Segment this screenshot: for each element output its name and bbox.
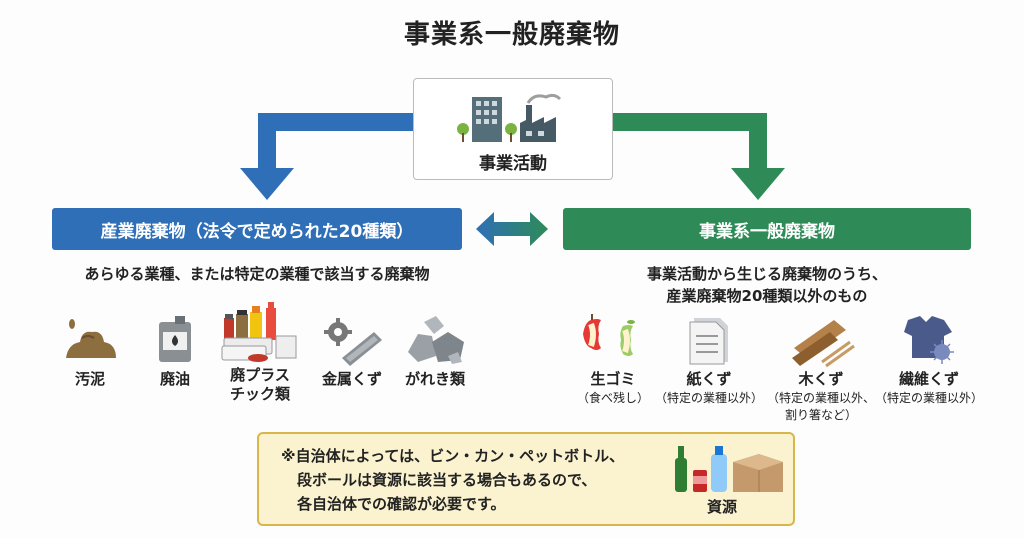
page-title: 事業系一般廃棄物	[403, 20, 620, 50]
rubble-icon	[408, 316, 464, 364]
item-label: 汚泥	[74, 370, 105, 388]
item-textile-waste: 繊維くず （特定の業種以外）	[874, 312, 984, 406]
office-factory-icon	[457, 93, 562, 142]
item-label: がれき類	[404, 370, 465, 388]
paper-icon	[689, 318, 728, 365]
item-waste-plastic: 廃プラス チック類	[218, 300, 302, 404]
tshirt-icon	[904, 316, 954, 364]
double-arrow-icon	[476, 212, 548, 246]
metal-scrap-icon	[324, 318, 382, 366]
item-label: 廃油	[159, 370, 190, 388]
item-waste-oil: 廃油	[145, 312, 205, 389]
description-line-2: 産業廃棄物20種類以外のもの	[666, 287, 868, 305]
item-food-waste: 生ゴミ （食べ残し）	[573, 312, 653, 406]
wood-icon	[792, 320, 855, 368]
note-line-3: 各自治体での確認が必要です。	[297, 495, 506, 513]
business-activity-box: 事業活動	[413, 78, 613, 180]
oil-can-icon	[159, 316, 191, 362]
industrial-waste-heading: 産業廃棄物（法令で定められた20種類）	[52, 208, 462, 250]
item-label: 紙くず	[686, 370, 732, 388]
item-wood-waste: 木くず （特定の業種以外、 割り箸など）	[766, 312, 876, 423]
item-label-line1: 廃プラス	[230, 366, 290, 384]
note-box: ※自治体によっては、ビン・カン・ペットボトル、 段ボールは資源に該当する場合もあ…	[257, 432, 795, 526]
item-sublabel: （食べ残し）	[576, 391, 649, 405]
note-line-1: ※自治体によっては、ビン・カン・ペットボトル、	[281, 447, 625, 465]
item-paper-waste: 紙くず （特定の業種以外）	[654, 312, 764, 406]
industrial-waste-description: あらゆる業種、または特定の業種で該当する廃棄物	[84, 265, 430, 283]
item-label: 金属くず	[321, 370, 382, 388]
general-waste-description: 事業活動から生じる廃棄物のうち、 産業廃棄物20種類以外のもの	[563, 263, 971, 307]
arrow-right-icon	[613, 113, 785, 200]
item-rubble: がれき類	[398, 312, 472, 389]
plastic-containers-icon	[221, 302, 297, 362]
note-text: ※自治体によっては、ビン・カン・ペットボトル、 段ボールは資源に該当する場合もあ…	[281, 444, 624, 516]
item-sublabel-1: （特定の業種以外、	[766, 391, 875, 405]
business-activity-label: 事業活動	[479, 154, 547, 174]
recyclables-icon	[675, 446, 783, 492]
resource-label: 資源	[707, 498, 738, 516]
item-sublabel-2: 割り箸など）	[784, 408, 857, 422]
item-sublabel: （特定の業種以外）	[874, 391, 983, 405]
general-waste-heading: 事業系一般廃棄物	[563, 208, 971, 250]
arrow-left-icon	[240, 113, 413, 200]
item-label: 木くず	[798, 370, 844, 388]
description-line-1: 事業活動から生じる廃棄物のうち、	[646, 265, 887, 283]
item-label-line2: チック類	[229, 385, 290, 403]
sludge-icon	[66, 319, 116, 358]
note-line-2: 段ボールは資源に該当する場合もあるので、	[297, 471, 597, 489]
item-label: 生ゴミ	[590, 370, 636, 388]
item-label: 繊維くず	[898, 370, 959, 388]
item-metal-scrap: 金属くず	[312, 312, 392, 389]
item-sludge: 汚泥	[60, 312, 120, 389]
apple-core-icon	[583, 314, 635, 356]
item-sublabel: （特定の業種以外）	[654, 391, 763, 405]
